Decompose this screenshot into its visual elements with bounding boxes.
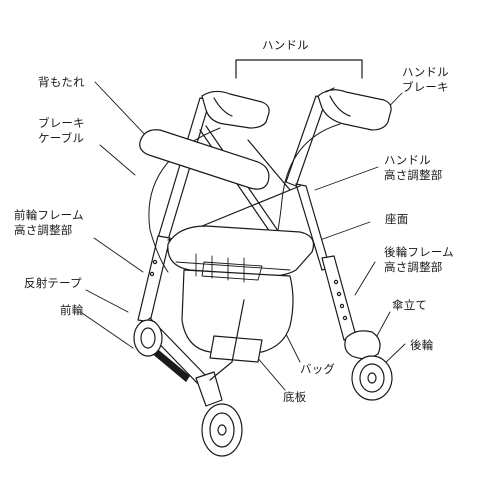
label-rear-frame: 後輪フレーム 高さ調整部 <box>384 245 454 274</box>
front-frame <box>133 90 270 457</box>
handle-bracket <box>235 59 363 79</box>
seat <box>167 225 315 277</box>
label-handle-brake: ハンドル ブレーキ <box>402 65 449 94</box>
backrest <box>139 129 270 190</box>
label-bottom-plate: 底板 <box>283 390 307 404</box>
label-front-frame: 前輪フレーム 高さ調整部 <box>14 208 84 237</box>
label-umbrella-holder: 傘立て <box>392 298 428 312</box>
label-front-wheel: 前輪 <box>60 303 84 317</box>
label-rear-wheel: 後輪 <box>410 338 434 352</box>
bag <box>181 269 294 353</box>
rear-frame <box>285 87 393 401</box>
label-reflector: 反射テープ <box>24 276 82 290</box>
label-handle-height: ハンドル 高さ調整部 <box>384 153 443 182</box>
bottom-plate <box>209 335 263 363</box>
label-brake-cable: ブレーキ ケーブル <box>38 116 85 145</box>
label-backrest: 背もたれ <box>38 75 85 89</box>
label-bag: バッグ <box>300 362 336 376</box>
label-seat: 座面 <box>385 212 409 226</box>
label-handle: ハンドル <box>262 38 309 52</box>
